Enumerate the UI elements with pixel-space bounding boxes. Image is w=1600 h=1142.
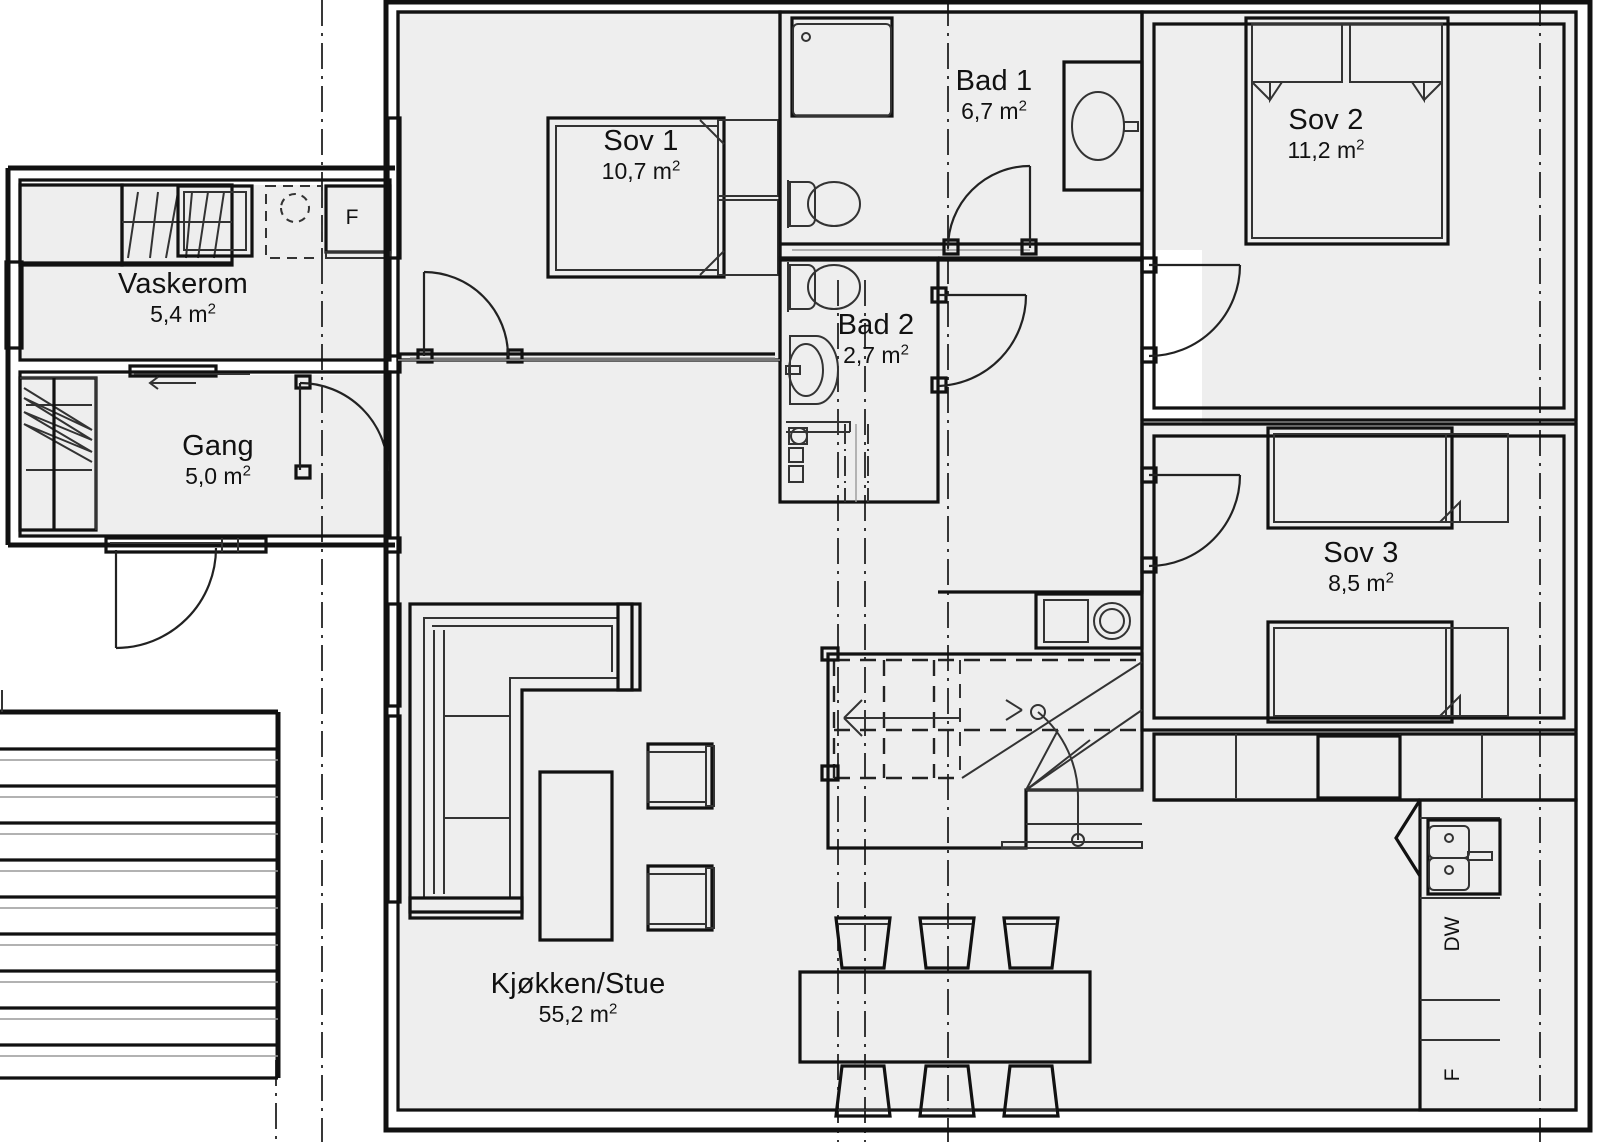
floor-plan-canvas: .fill-room { fill:#eeeeee; } .fill-white… bbox=[0, 0, 1593, 1142]
floor-plan-drawing: .fill-room { fill:#eeeeee; } .fill-white… bbox=[0, 0, 1593, 1142]
